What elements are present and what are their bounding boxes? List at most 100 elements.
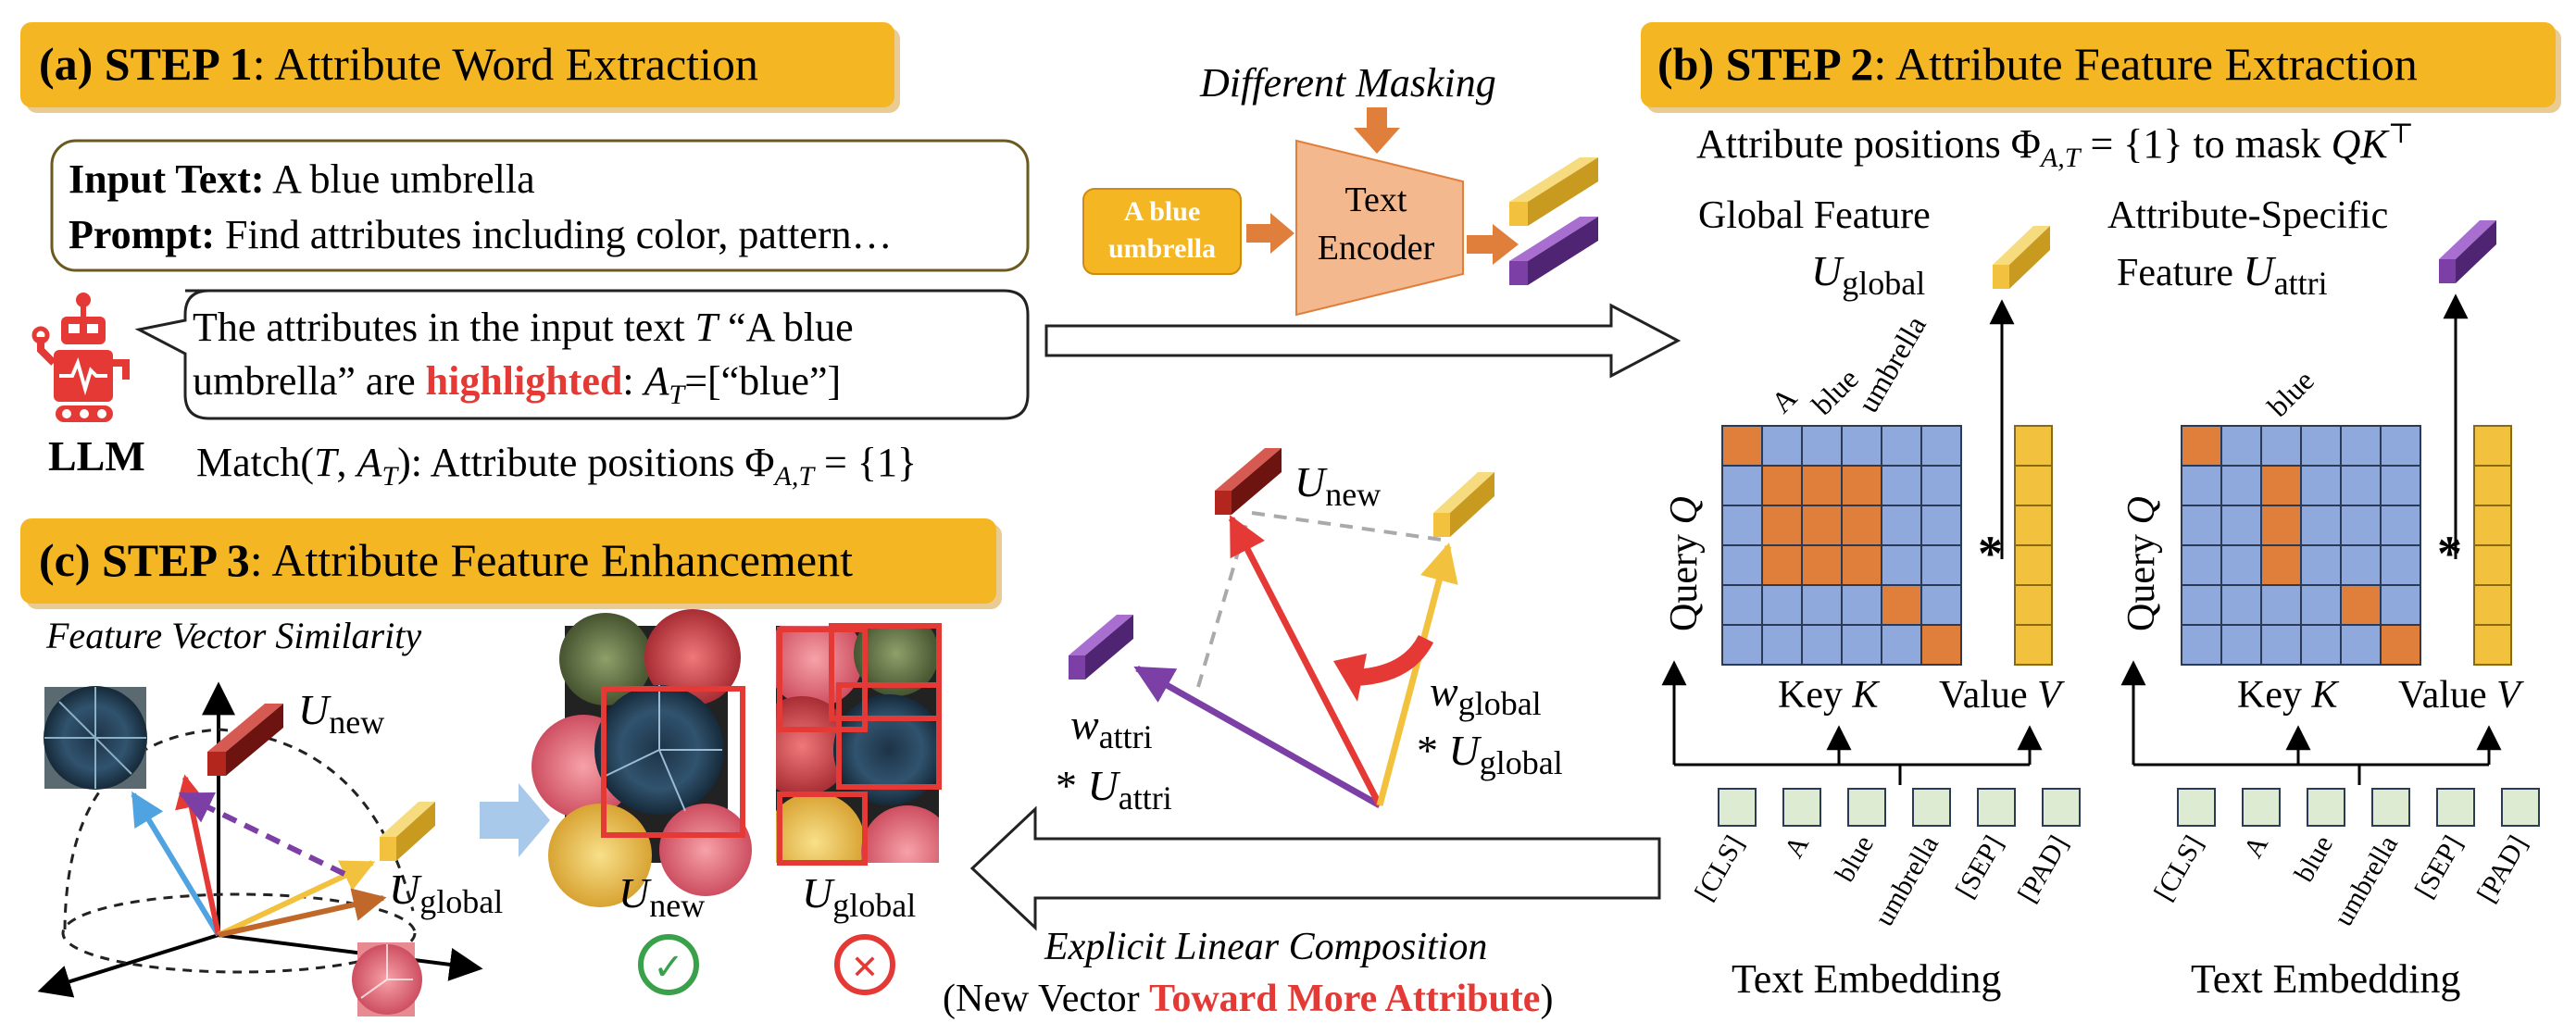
u-global-bar-3d <box>380 802 435 861</box>
highlighted-word: highlighted <box>426 358 623 404</box>
value-vector-global <box>2014 425 2053 666</box>
mask-cell <box>2380 624 2421 666</box>
value-label-global: Value V <box>1939 674 2065 717</box>
match-sub2: A,T <box>773 461 817 492</box>
u-new-arrow <box>1228 515 1383 807</box>
token-box <box>2501 788 2540 827</box>
token-label: [PAD] <box>2012 830 2074 907</box>
robot-icon <box>31 293 130 422</box>
mask-cell <box>1761 624 1803 666</box>
mask-cell <box>2340 425 2382 467</box>
response-A-sub: T <box>669 380 687 410</box>
prompt-label: Prompt: <box>69 212 215 257</box>
input-chip-line2: umbrella <box>1108 233 1216 264</box>
token-box <box>2177 788 2216 827</box>
mask-cell <box>1761 584 1803 626</box>
match-line: Match(T, AT): Attribute positions ΦA,T =… <box>196 440 917 492</box>
mask-cell <box>2300 465 2342 506</box>
dashed-guide-left <box>1196 523 1248 688</box>
new-vec-highlight: Toward More Attribute <box>1149 978 1540 1020</box>
token-label: A <box>2238 830 2275 864</box>
input-chip-line1: A blue <box>1124 196 1201 227</box>
key-K-global: K <box>1851 674 1880 717</box>
u-attri-bar-mid <box>1069 615 1133 680</box>
new-vec-b: ) <box>1540 978 1553 1020</box>
llm-label: LLM <box>48 432 145 480</box>
mask-cell <box>1920 584 1962 626</box>
mask-cell <box>1841 624 1882 666</box>
result-new-label: Unew <box>619 869 705 924</box>
attention-matrix-global <box>1721 425 1962 666</box>
mask-cell <box>2220 624 2262 666</box>
input-chip: A blue umbrella <box>1082 188 1242 275</box>
step2-title: : Attribute Feature Extraction <box>1873 38 2417 90</box>
query-label-attri: Query Q <box>2120 496 2163 631</box>
token-box <box>2042 788 2081 827</box>
input-label: Input Text: <box>69 156 265 202</box>
mask-cell <box>1920 624 1962 666</box>
mask-cell <box>1761 425 1803 467</box>
mask-cell <box>2260 624 2302 666</box>
comp-U-global-sub: global <box>1480 744 1563 781</box>
encoder-line2: Encoder <box>1318 229 1435 268</box>
blue-image-vector <box>131 791 221 937</box>
comp-w-attri: w <box>1070 701 1099 748</box>
mask-cell <box>1801 505 1843 546</box>
mask-cell <box>2260 584 2302 626</box>
attention-matrix-attri <box>2181 425 2421 666</box>
global-U-label: Uglobal <box>1811 247 1925 302</box>
u-global-result-image <box>776 623 942 866</box>
token-label: [SEP] <box>1950 830 2009 904</box>
mask-cell <box>1841 584 1882 626</box>
comp-w-attri-sub: attri <box>1099 718 1153 755</box>
mask-cell <box>2220 544 2262 586</box>
input-value: A blue umbrella <box>272 156 535 202</box>
mask-cell <box>2340 544 2382 586</box>
prompt-value: Find attributes including color, pattern… <box>225 212 892 257</box>
svg-text:(b) STEP 2: Attribute Feature: (b) STEP 2: Attribute Feature Extraction <box>1657 38 2418 90</box>
encoder-output-yellow <box>1509 157 1598 226</box>
value-label-attri: Value V <box>2398 674 2524 717</box>
mask-cell <box>2220 425 2262 467</box>
mask-cell <box>1721 505 1763 546</box>
mask-cell <box>1920 544 1962 586</box>
mask-cell <box>2260 425 2302 467</box>
value-V-attri: V <box>2496 674 2524 717</box>
top-token-attri-blue: blue <box>2260 364 2320 423</box>
u-global-bar-mid <box>1433 472 1494 537</box>
query-Q-attri: Q <box>2120 496 2163 524</box>
step1-banner: (a) STEP 1: Attribute Word Extraction <box>20 22 900 113</box>
u-new-bar-3d <box>207 704 283 776</box>
token-label: [PAD] <box>2471 830 2533 907</box>
mask-cell <box>2340 465 2382 506</box>
key-K-attri: K <box>2310 674 2339 717</box>
mask-cell <box>1721 465 1763 506</box>
mask-cell <box>1881 544 1922 586</box>
result-U-global: U <box>802 869 835 917</box>
token-label: [SEP] <box>2409 830 2469 904</box>
response-attr-list: =[“blue”] <box>684 358 841 404</box>
positions-b: = {1} to mask <box>2080 121 2331 167</box>
mask-cell <box>2260 544 2302 586</box>
mask-cell <box>2220 584 2262 626</box>
mask-cell <box>2181 624 2222 666</box>
value-vector-attri <box>2473 425 2512 666</box>
different-masking-label: Different Masking <box>1199 60 1496 106</box>
attri-feature-bar <box>2439 220 2496 283</box>
text-embedding-label-global: Text Embedding <box>1732 956 2001 1002</box>
comp-U-attri: U <box>1088 762 1121 809</box>
mask-cell <box>2181 465 2222 506</box>
key-label-attri: Key K <box>2237 674 2339 717</box>
text-encoder-block: Text Encoder <box>1295 139 1464 317</box>
key-label-global: Key K <box>1778 674 1880 717</box>
mask-cell <box>2181 425 2222 467</box>
pink-image-vector <box>218 888 387 938</box>
step3-title: : Attribute Feature Enhancement <box>250 534 853 586</box>
cross-glyph: ✕ <box>851 949 879 987</box>
mask-cell <box>1841 544 1882 586</box>
value-cell <box>2473 425 2512 467</box>
check-icon: ✓ <box>638 934 699 995</box>
mask-cell <box>1841 505 1882 546</box>
hemisphere-base <box>61 892 417 974</box>
match-sub: T <box>381 461 399 492</box>
